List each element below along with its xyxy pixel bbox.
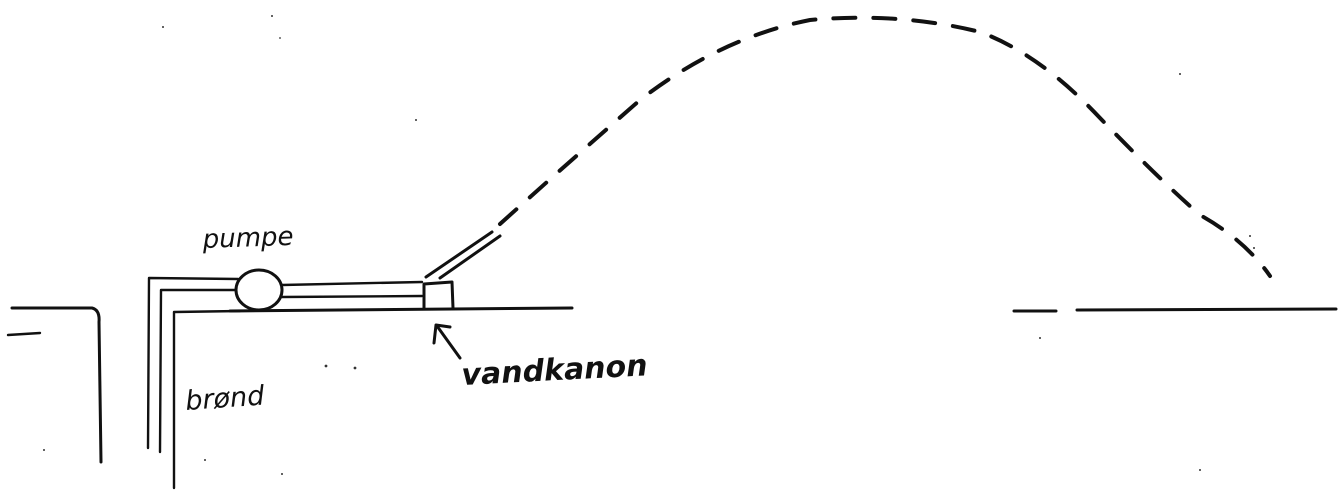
pipe-bottom-to-cannon — [280, 294, 424, 299]
pipe-inner — [172, 309, 242, 490]
pipe — [146, 276, 424, 490]
pump-icon — [234, 268, 284, 312]
water-trajectory — [498, 15, 1272, 278]
well-water-mark — [6, 331, 42, 337]
ground-line-left — [228, 306, 574, 313]
cannon-nozzle — [424, 230, 502, 280]
cannon-box — [422, 280, 455, 311]
cannon-arrow — [432, 323, 462, 360]
water-cannon — [422, 230, 502, 311]
pipe-middle — [158, 288, 238, 454]
ground-line-right — [1012, 307, 1338, 313]
well — [6, 306, 103, 464]
pipe-top-to-cannon — [280, 280, 424, 287]
arrow-head — [432, 323, 452, 345]
well-label: brønd — [184, 380, 266, 416]
cannon-label: vandkanon — [461, 348, 649, 393]
pump — [234, 268, 284, 312]
pump-label: pumpe — [201, 222, 294, 255]
arrow-shaft — [435, 324, 462, 360]
scan-specks — [43, 15, 1255, 475]
pipe-outer — [146, 276, 240, 450]
well-rim-left — [10, 306, 103, 464]
